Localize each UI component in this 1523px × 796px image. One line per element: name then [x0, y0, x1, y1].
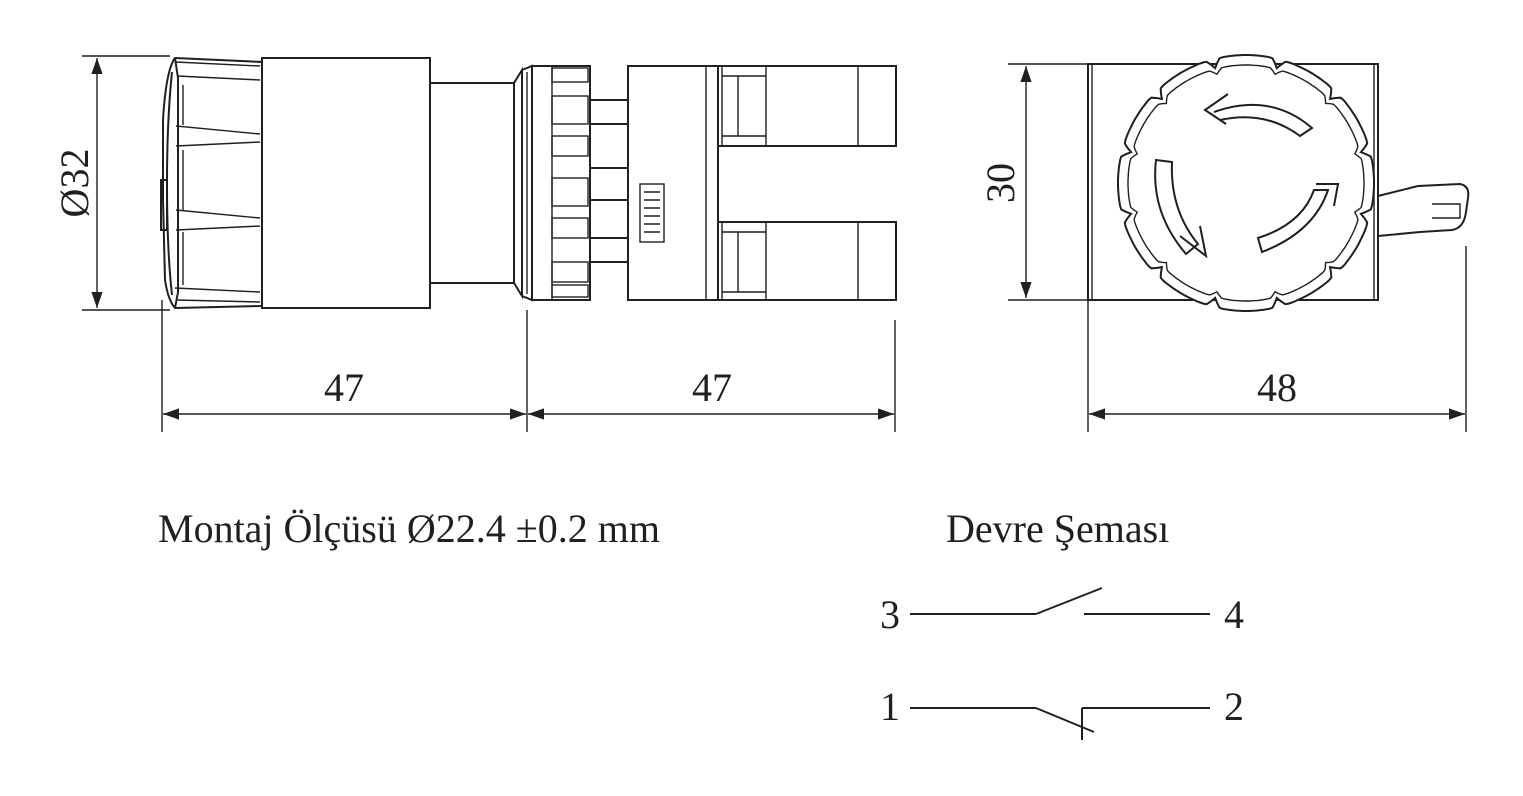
mushroom-head	[160, 56, 263, 310]
terminal-2-label: 2	[1224, 684, 1244, 729]
side-view	[160, 56, 897, 310]
height-label: 30	[978, 163, 1023, 203]
diameter-label: Ø32	[52, 149, 97, 218]
mounting-note: Montaj Ölçüsü Ø22.4 ±0.2 mm	[158, 506, 660, 551]
length-head-label: 47	[324, 365, 364, 410]
no-contact: 3 4	[880, 587, 1244, 637]
key-tab	[1377, 182, 1470, 238]
nc-contact: 1 2	[880, 684, 1244, 740]
circuit-title: Devre Şeması	[946, 506, 1169, 551]
terminal-3-label: 3	[880, 592, 900, 637]
neck	[429, 82, 515, 284]
mounting-ring	[531, 65, 591, 301]
front-view	[1087, 54, 1470, 312]
terminal-1-label: 1	[880, 684, 900, 729]
mushroom-button	[1117, 54, 1375, 312]
front-dimensions: 30 48	[978, 63, 1467, 432]
circuit-diagram: 3 4 1 2	[880, 587, 1244, 740]
side-dimensions: Ø32 47 47	[52, 55, 896, 432]
contact-block	[627, 65, 897, 301]
rotate-arrows-icon	[1154, 93, 1340, 259]
width-label: 48	[1257, 365, 1297, 410]
length-body-label: 47	[692, 365, 732, 410]
terminal-4-label: 4	[1224, 592, 1244, 637]
body-cylinder	[261, 57, 431, 309]
